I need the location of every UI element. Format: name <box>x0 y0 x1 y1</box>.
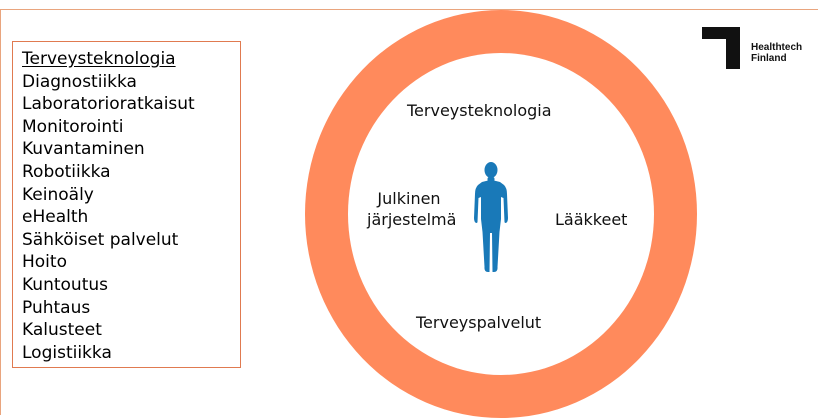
technology-categories-box: Terveysteknologia Diagnostiikka Laborato… <box>12 41 241 368</box>
logo-wordmark: Healthtech Finland <box>751 42 802 64</box>
category-item: Logistiikka <box>22 342 112 363</box>
category-item: Robotiikka <box>22 161 111 182</box>
healthtech-finland-logo-mark-icon <box>702 27 740 69</box>
category-item: Monitorointi <box>22 116 124 137</box>
category-item: eHealth <box>22 207 89 228</box>
category-item: Diagnostiikka <box>22 71 137 92</box>
category-item: Kalusteet <box>22 320 102 341</box>
logo-line-1: Healthtech <box>751 42 803 53</box>
categories-heading: Terveysteknologia <box>22 49 176 69</box>
ring-label-right: Lääkkeet <box>555 210 628 229</box>
category-item: Laboratorioratkaisut <box>22 94 195 115</box>
category-item: Sähköiset palvelut <box>22 229 179 250</box>
human-figure-icon <box>474 162 508 272</box>
ring-label-top: Terveysteknologia <box>407 101 552 120</box>
ring-label-left: Julkinen järjestelmä <box>367 189 457 229</box>
category-list: Diagnostiikka Laboratorioratkaisut Monit… <box>22 71 240 365</box>
category-item: Puhtaus <box>22 297 91 318</box>
healthtech-finland-logo: Healthtech Finland <box>702 27 814 71</box>
category-item: Kuvantaminen <box>22 139 145 160</box>
frame-left-line <box>0 9 1 415</box>
logo-line-2: Finland <box>751 53 787 64</box>
category-item: Kuntoutus <box>22 274 108 295</box>
category-item: Hoito <box>22 252 67 273</box>
ring-label-bottom: Terveyspalvelut <box>416 313 542 332</box>
category-item: Keinoäly <box>22 184 94 205</box>
frame-top-line <box>0 9 818 10</box>
